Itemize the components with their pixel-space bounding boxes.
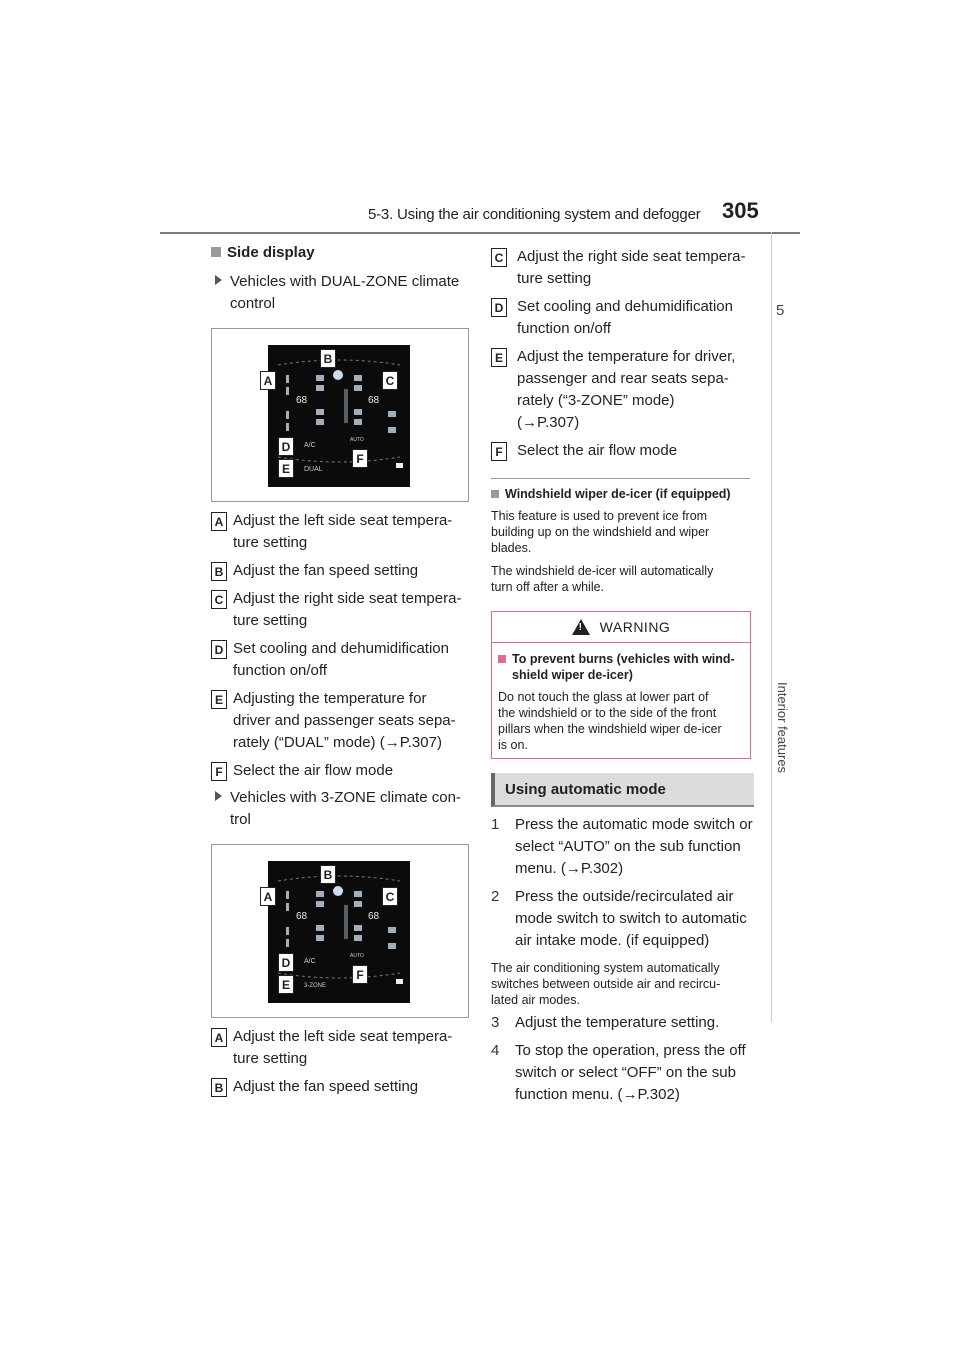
divider bbox=[491, 478, 750, 479]
header-rule bbox=[160, 232, 800, 234]
callout-e: E bbox=[278, 459, 294, 478]
auto-text: AUTO bbox=[350, 437, 364, 443]
right-item-list: C Adjust the right side seat tempera-tur… bbox=[491, 246, 753, 468]
note-paragraph: The air conditioning system automaticall… bbox=[491, 961, 721, 1007]
list-item: B Adjust the fan speed setting bbox=[211, 1076, 471, 1104]
three-item-list: A Adjust the left side seat tempera-ture… bbox=[211, 1026, 471, 1104]
three-zone-display-image: 68 68 A/C AUTO 3-ZONE B A C D F E bbox=[211, 844, 469, 1018]
deicer-heading: Windshield wiper de-icer (if equipped) bbox=[491, 486, 731, 502]
deicer-paragraph-2: The windshield de-icer will automaticall… bbox=[491, 564, 714, 594]
triangle-bullet-icon bbox=[215, 791, 222, 801]
climate-screen-graphic: 68 68 A/C AUTO 3-ZONE bbox=[277, 875, 403, 989]
list-item: F Select the air flow mode bbox=[211, 760, 471, 788]
dual-zone-label: Vehicles with DUAL-ZONE climate control bbox=[215, 271, 459, 315]
warning-header: WARNING bbox=[492, 612, 750, 643]
side-tab-divider bbox=[771, 232, 772, 1022]
climate-screen-graphic: 68 68 A/C AUTO DUAL bbox=[277, 359, 403, 473]
dual-zone-display-image: 68 68 A/C AUTO DUAL B A C D F E bbox=[211, 328, 469, 502]
callout-b: B bbox=[320, 349, 336, 368]
square-bullet-icon bbox=[491, 490, 499, 498]
side-display-heading: Side display bbox=[211, 242, 315, 264]
callout-c: C bbox=[382, 887, 398, 906]
list-item: A Adjust the left side seat tempera-ture… bbox=[211, 1026, 471, 1076]
list-item: F Select the air flow mode bbox=[491, 440, 753, 468]
callout-d: D bbox=[278, 953, 294, 972]
page-number: 305 bbox=[722, 198, 759, 223]
mode-text: DUAL bbox=[304, 466, 323, 473]
square-bullet-icon bbox=[211, 247, 221, 257]
triangle-bullet-icon bbox=[215, 275, 222, 285]
callout-f: F bbox=[352, 965, 368, 984]
callout-a: A bbox=[260, 887, 276, 906]
temp-right-text: 68 bbox=[368, 911, 380, 922]
list-item: C Adjust the right side seat tempera-tur… bbox=[211, 588, 471, 638]
temp-left-text: 68 bbox=[296, 911, 308, 922]
temp-right-text: 68 bbox=[368, 395, 380, 406]
chapter-number: 5 bbox=[776, 302, 785, 319]
warning-heading: To prevent burns (vehicles with wind- sh… bbox=[492, 643, 750, 683]
steps-list-2: 3 Adjust the temperature setting. 4 To s… bbox=[491, 1012, 753, 1112]
callout-c: C bbox=[382, 371, 398, 390]
callout-b: B bbox=[320, 865, 336, 884]
callout-a: A bbox=[260, 371, 276, 390]
list-item: A Adjust the left side seat tempera-ture… bbox=[211, 510, 471, 560]
ac-text: A/C bbox=[304, 958, 316, 965]
section-heading: Using automatic mode bbox=[505, 780, 666, 798]
list-item: C Adjust the right side seat tempera-tur… bbox=[491, 246, 753, 296]
deicer-paragraph-1: This feature is used to prevent ice from… bbox=[491, 509, 710, 555]
three-zone-label: Vehicles with 3-ZONE climate con- trol bbox=[215, 787, 461, 831]
warning-box: WARNING To prevent burns (vehicles with … bbox=[491, 611, 751, 759]
callout-e: E bbox=[278, 975, 294, 994]
warning-triangle-icon bbox=[571, 619, 590, 635]
callout-f: F bbox=[352, 449, 368, 468]
ac-text: A/C bbox=[304, 442, 316, 449]
dual-item-list: A Adjust the left side seat tempera-ture… bbox=[211, 510, 471, 788]
auto-text: AUTO bbox=[350, 953, 364, 959]
callout-d: D bbox=[278, 437, 294, 456]
list-item: 3 Adjust the temperature setting. bbox=[491, 1014, 720, 1031]
list-item: B Adjust the fan speed setting bbox=[211, 560, 471, 588]
chapter-label: Interior features bbox=[775, 682, 790, 774]
section-title: 5-3. Using the air conditioning system a… bbox=[368, 206, 701, 223]
temp-left-text: 68 bbox=[296, 395, 308, 406]
section-heading-bar: Using automatic mode bbox=[491, 773, 754, 807]
list-item: E Adjust the temperature for driver,pass… bbox=[491, 346, 753, 440]
square-bullet-icon bbox=[498, 655, 506, 663]
mode-text: 3-ZONE bbox=[304, 983, 326, 989]
